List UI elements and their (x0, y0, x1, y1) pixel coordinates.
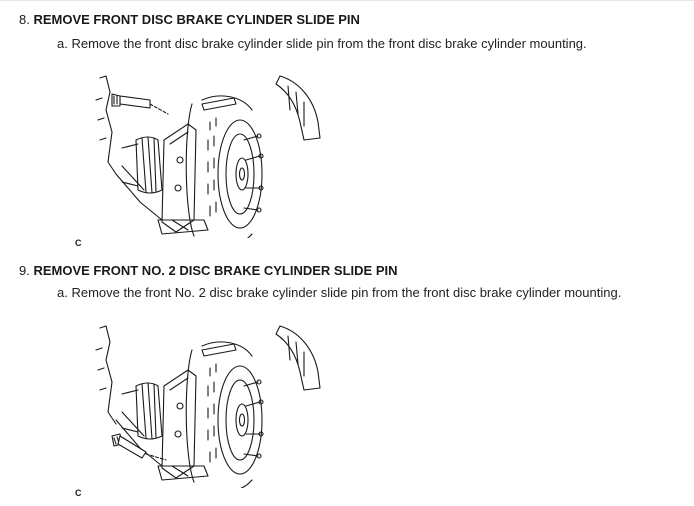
brake-assembly-illustration (92, 70, 332, 238)
brake-assembly-illustration (92, 320, 332, 488)
step-number: 9. (19, 263, 30, 278)
step-number: 8. (19, 12, 30, 27)
step-title: REMOVE FRONT DISC BRAKE CYLINDER SLIDE P… (33, 12, 360, 27)
step-heading: 8. REMOVE FRONT DISC BRAKE CYLINDER SLID… (19, 12, 360, 28)
page-top-border (0, 0, 694, 1)
step-title: REMOVE FRONT NO. 2 DISC BRAKE CYLINDER S… (33, 263, 398, 278)
figure-code: C (75, 488, 82, 498)
figure-code: C (75, 238, 82, 248)
step-heading: 9. REMOVE FRONT NO. 2 DISC BRAKE CYLINDE… (19, 263, 398, 279)
substep-instruction: a. Remove the front No. 2 disc brake cyl… (57, 285, 622, 300)
substep-instruction: a. Remove the front disc brake cylinder … (57, 36, 587, 51)
